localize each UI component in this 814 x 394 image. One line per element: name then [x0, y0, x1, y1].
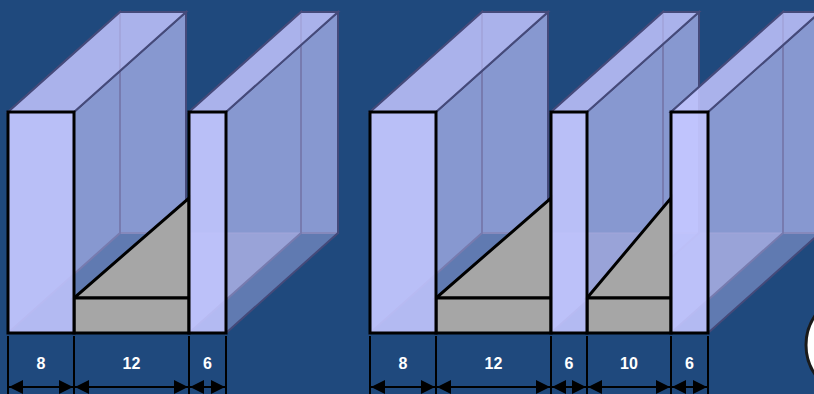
- dimension-arrow: [371, 386, 435, 388]
- pane-face: [671, 12, 814, 112]
- pane-face: [370, 12, 548, 112]
- spacer-front: [74, 298, 189, 333]
- extension-line: [550, 336, 552, 394]
- glass-pane: [370, 112, 436, 333]
- pane-face: [8, 12, 186, 112]
- extension-line: [225, 336, 227, 394]
- extension-line: [707, 336, 709, 394]
- extension-line: [586, 336, 588, 394]
- dimension-label: 6: [685, 355, 694, 373]
- pane-front: [8, 112, 708, 333]
- spacer-top: [436, 198, 551, 298]
- extension-line: [188, 336, 190, 394]
- dimension-label: 6: [565, 355, 574, 373]
- dimension-label: 8: [399, 355, 408, 373]
- dimension-arrow: [190, 386, 225, 388]
- dimension-arrow: [552, 386, 586, 388]
- spacer-top: [587, 198, 671, 298]
- extension-line: [73, 336, 75, 394]
- spacer-top: [74, 198, 189, 298]
- extension-line: [369, 336, 371, 394]
- badge-circle: [806, 293, 814, 394]
- dimension-arrow: [672, 386, 707, 388]
- dimension-lines: [8, 336, 708, 394]
- spacer-front: [436, 298, 551, 333]
- dimension-label: 6: [203, 355, 212, 373]
- dimension-label: 10: [620, 355, 638, 373]
- glass-pane: [551, 112, 587, 333]
- dimension-label: 8: [37, 355, 46, 373]
- dimension-arrow: [9, 386, 73, 388]
- glass-pane: [8, 112, 74, 333]
- glass-pane: [671, 112, 708, 333]
- dimension-label: 12: [485, 355, 503, 373]
- pane-depth: [8, 12, 814, 333]
- extension-line: [670, 336, 672, 394]
- extension-line: [435, 336, 437, 394]
- glass-pane: [189, 112, 226, 333]
- pane-face: [551, 12, 699, 112]
- dimension-label: 12: [123, 355, 141, 373]
- dimension-arrow: [588, 386, 670, 388]
- dimension-arrow: [75, 386, 188, 388]
- spacer-front: [587, 298, 671, 333]
- pane-face: [189, 12, 338, 112]
- extension-line: [7, 336, 9, 394]
- dimension-arrow: [437, 386, 550, 388]
